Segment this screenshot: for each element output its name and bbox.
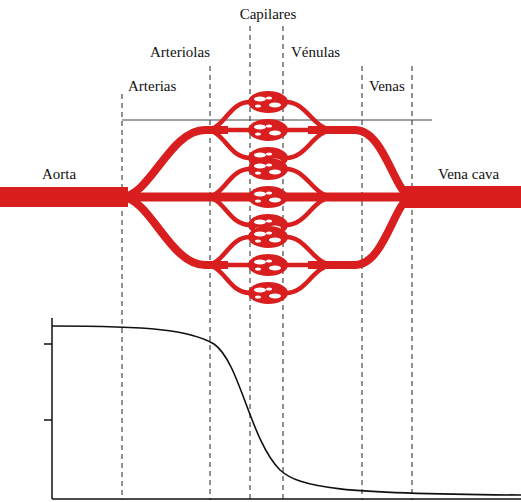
capillary-bed bbox=[248, 282, 288, 304]
capillary-gap bbox=[266, 96, 272, 99]
arteriole-vessel bbox=[205, 130, 250, 158]
capillary-gap bbox=[255, 295, 261, 298]
capillary-gap bbox=[254, 164, 266, 169]
arteriole-vessel bbox=[205, 237, 250, 265]
capillary-gap bbox=[254, 97, 266, 102]
x-axis bbox=[52, 498, 521, 500]
capillary-gap bbox=[269, 170, 281, 175]
venule-vessel bbox=[286, 130, 335, 158]
arteriole-vessel bbox=[205, 197, 250, 225]
venule-vessel bbox=[286, 237, 335, 265]
section-label: Venas bbox=[367, 78, 407, 95]
capillary-gap bbox=[266, 219, 272, 222]
pressure-curve bbox=[52, 326, 521, 495]
vein-vessel bbox=[308, 130, 412, 197]
vein-vessel bbox=[308, 197, 412, 265]
capillary-gap bbox=[255, 199, 261, 202]
capillary-gap bbox=[255, 104, 261, 107]
vessel-label: Vena cava bbox=[436, 166, 501, 183]
capillary-gap bbox=[255, 132, 261, 135]
capillary-gap bbox=[266, 163, 272, 166]
capillary-gap bbox=[255, 267, 261, 270]
capillary-gap bbox=[254, 232, 266, 237]
venule-vessel bbox=[286, 197, 335, 225]
capillary-gap bbox=[266, 191, 272, 194]
capillary-gap bbox=[266, 259, 272, 262]
vessel-network bbox=[0, 91, 521, 304]
capillary-gap bbox=[254, 260, 266, 265]
capillary-bed bbox=[248, 186, 288, 208]
divider-line bbox=[412, 66, 413, 500]
capillary-bed bbox=[248, 91, 288, 113]
venule-vessel bbox=[286, 169, 335, 197]
section-label: Vénulas bbox=[289, 44, 342, 61]
y-axis bbox=[51, 318, 53, 499]
capillary-bed bbox=[248, 254, 288, 276]
capillary-gap bbox=[254, 288, 266, 293]
aorta-vessel bbox=[0, 187, 128, 207]
divider-line bbox=[122, 94, 123, 500]
capillary-gap bbox=[255, 239, 261, 242]
pressure-graph bbox=[44, 318, 521, 499]
capillary-gap bbox=[254, 125, 266, 130]
artery-vessel bbox=[122, 130, 228, 197]
capillary-gap bbox=[269, 103, 281, 108]
capillary-gap bbox=[266, 231, 272, 234]
arteriole-vessel bbox=[205, 102, 250, 130]
capillary-bed bbox=[248, 226, 288, 248]
capillary-bed bbox=[248, 158, 288, 180]
capillary-gap bbox=[254, 220, 266, 225]
capillary-gap bbox=[269, 294, 281, 299]
capillary-gap bbox=[255, 171, 261, 174]
capillary-gap bbox=[269, 131, 281, 136]
section-label: Arteriolas bbox=[148, 44, 212, 61]
vena-cava-vessel bbox=[404, 186, 521, 208]
capillary-gap bbox=[266, 152, 272, 155]
capillary-bed bbox=[248, 119, 288, 141]
arteriole-vessel bbox=[205, 169, 250, 197]
venule-vessel bbox=[286, 102, 335, 130]
axis-tick bbox=[44, 419, 52, 421]
artery-vessel bbox=[122, 197, 228, 265]
arteriole-vessel bbox=[205, 265, 250, 293]
section-label: Arterias bbox=[126, 78, 178, 95]
vessel-label: Aorta bbox=[40, 166, 78, 183]
capillary-gap bbox=[266, 287, 272, 290]
section-label: Capilares bbox=[238, 6, 299, 23]
capillary-gap bbox=[269, 238, 281, 243]
section-dividers bbox=[122, 26, 412, 500]
capillary-gap bbox=[266, 124, 272, 127]
venule-vessel bbox=[286, 265, 335, 293]
axis-tick bbox=[44, 343, 52, 345]
capillary-gap bbox=[269, 266, 281, 271]
capillary-gap bbox=[254, 192, 266, 197]
capillary-gap bbox=[254, 153, 266, 158]
capillary-gap bbox=[269, 198, 281, 203]
